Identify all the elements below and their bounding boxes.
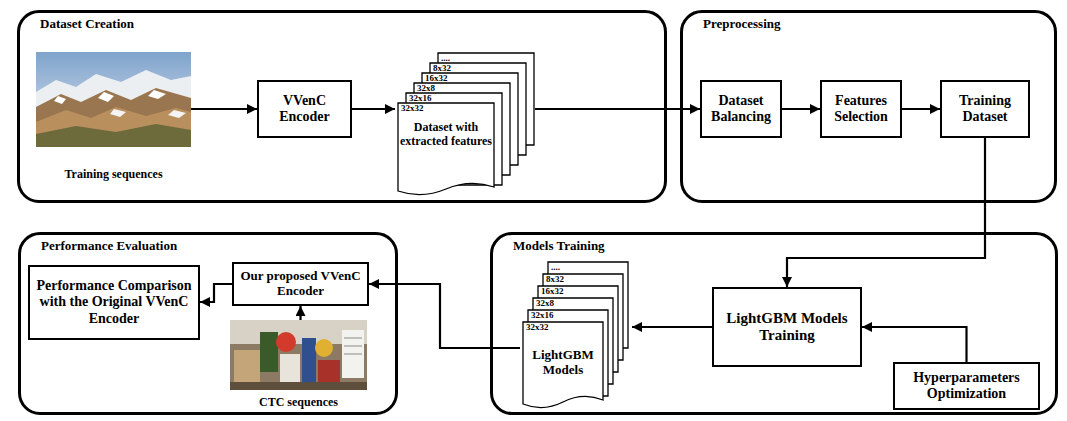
box-label: Hyperparameters Optimization [899, 370, 1034, 402]
panel-heading: Preprocessing [703, 16, 781, 32]
connector-arrow [862, 327, 967, 362]
process-box: Hyperparameters Optimization [893, 362, 1040, 410]
box-label: Performance Comparison with the Original… [34, 278, 194, 326]
process-box: Dataset Balancing [700, 80, 782, 138]
sheet-label: 8x32 [546, 275, 564, 284]
stage-panel: Performance EvaluationPerformance Compar… [18, 232, 398, 415]
connector-arrow [782, 108, 820, 110]
connector-arrow [787, 138, 985, 287]
process-box: Training Dataset [940, 80, 1030, 138]
sheet-outline [398, 103, 494, 195]
stage-panel: Models Training.... 8x32 16x32 32x8 32x16 32x… [490, 232, 1058, 415]
stack-label: Dataset with extracted features [398, 121, 494, 149]
sheet-label: 32x8 [417, 84, 435, 93]
box-label: Our proposed VVenC Encoder [238, 269, 363, 299]
sheet-label: .... [441, 54, 450, 63]
connector-arrow [200, 284, 232, 302]
panel-heading: Models Training [513, 238, 605, 254]
document-stack: .... 8x32 16x32 32x8 32x16 32x32LightGBM Mode… [520, 250, 632, 412]
connector-arrow [902, 108, 940, 110]
box-label: VVenC Encoder [263, 93, 346, 125]
sheet-label: 32x8 [536, 299, 554, 308]
connector-arrow [369, 284, 520, 348]
image-caption: CTC sequences [259, 395, 338, 410]
sheet-label: 32x16 [531, 311, 554, 320]
process-box: LightGBM Models Training [712, 287, 862, 367]
process-box: Our proposed VVenC Encoder [232, 262, 369, 306]
connector-arrow [632, 326, 712, 328]
stage-panel: Dataset CreationTraining sequences VVenC … [17, 10, 667, 203]
stack-label: LightGBM Models [523, 348, 603, 378]
box-label: Dataset Balancing [706, 93, 776, 125]
sheet-label: .... [551, 263, 560, 272]
box-label: Features Selection [826, 93, 896, 125]
connector-arrow [191, 108, 257, 110]
process-box: Performance Comparison with the Original… [28, 265, 200, 340]
panel-heading: Performance Evaluation [41, 238, 177, 254]
image-caption: Training sequences [64, 167, 162, 182]
connector-arrow [535, 108, 700, 110]
sheet-label: 16x32 [425, 74, 448, 83]
connector-arrow [299, 306, 301, 320]
image-thumbnail: CTC sequences [230, 320, 367, 410]
sheet-label: 32x32 [401, 104, 424, 113]
process-box: VVenC Encoder [257, 80, 352, 138]
sheet-stack [395, 40, 535, 198]
connector-arrow [352, 108, 395, 110]
process-box: Features Selection [820, 80, 902, 138]
stage-panel: PreprocessingDataset Balancing Features S… [680, 10, 1057, 203]
sheet-outline [523, 322, 603, 408]
image-thumbnail: Training sequences [36, 52, 191, 182]
sheet-label: 32x16 [409, 94, 432, 103]
box-label: Training Dataset [946, 93, 1024, 125]
sheet-label: 16x32 [541, 287, 564, 296]
document-stack: ....8x3216x3232x832x1632x32Dataset with … [395, 40, 535, 198]
landscape-image [36, 52, 191, 147]
sheet-label: 32x32 [526, 323, 549, 332]
box-label: LightGBM Models Training [718, 310, 856, 345]
ctc-image [230, 320, 367, 390]
sheet-label: 8x32 [433, 64, 451, 73]
panel-heading: Dataset Creation [40, 16, 134, 32]
